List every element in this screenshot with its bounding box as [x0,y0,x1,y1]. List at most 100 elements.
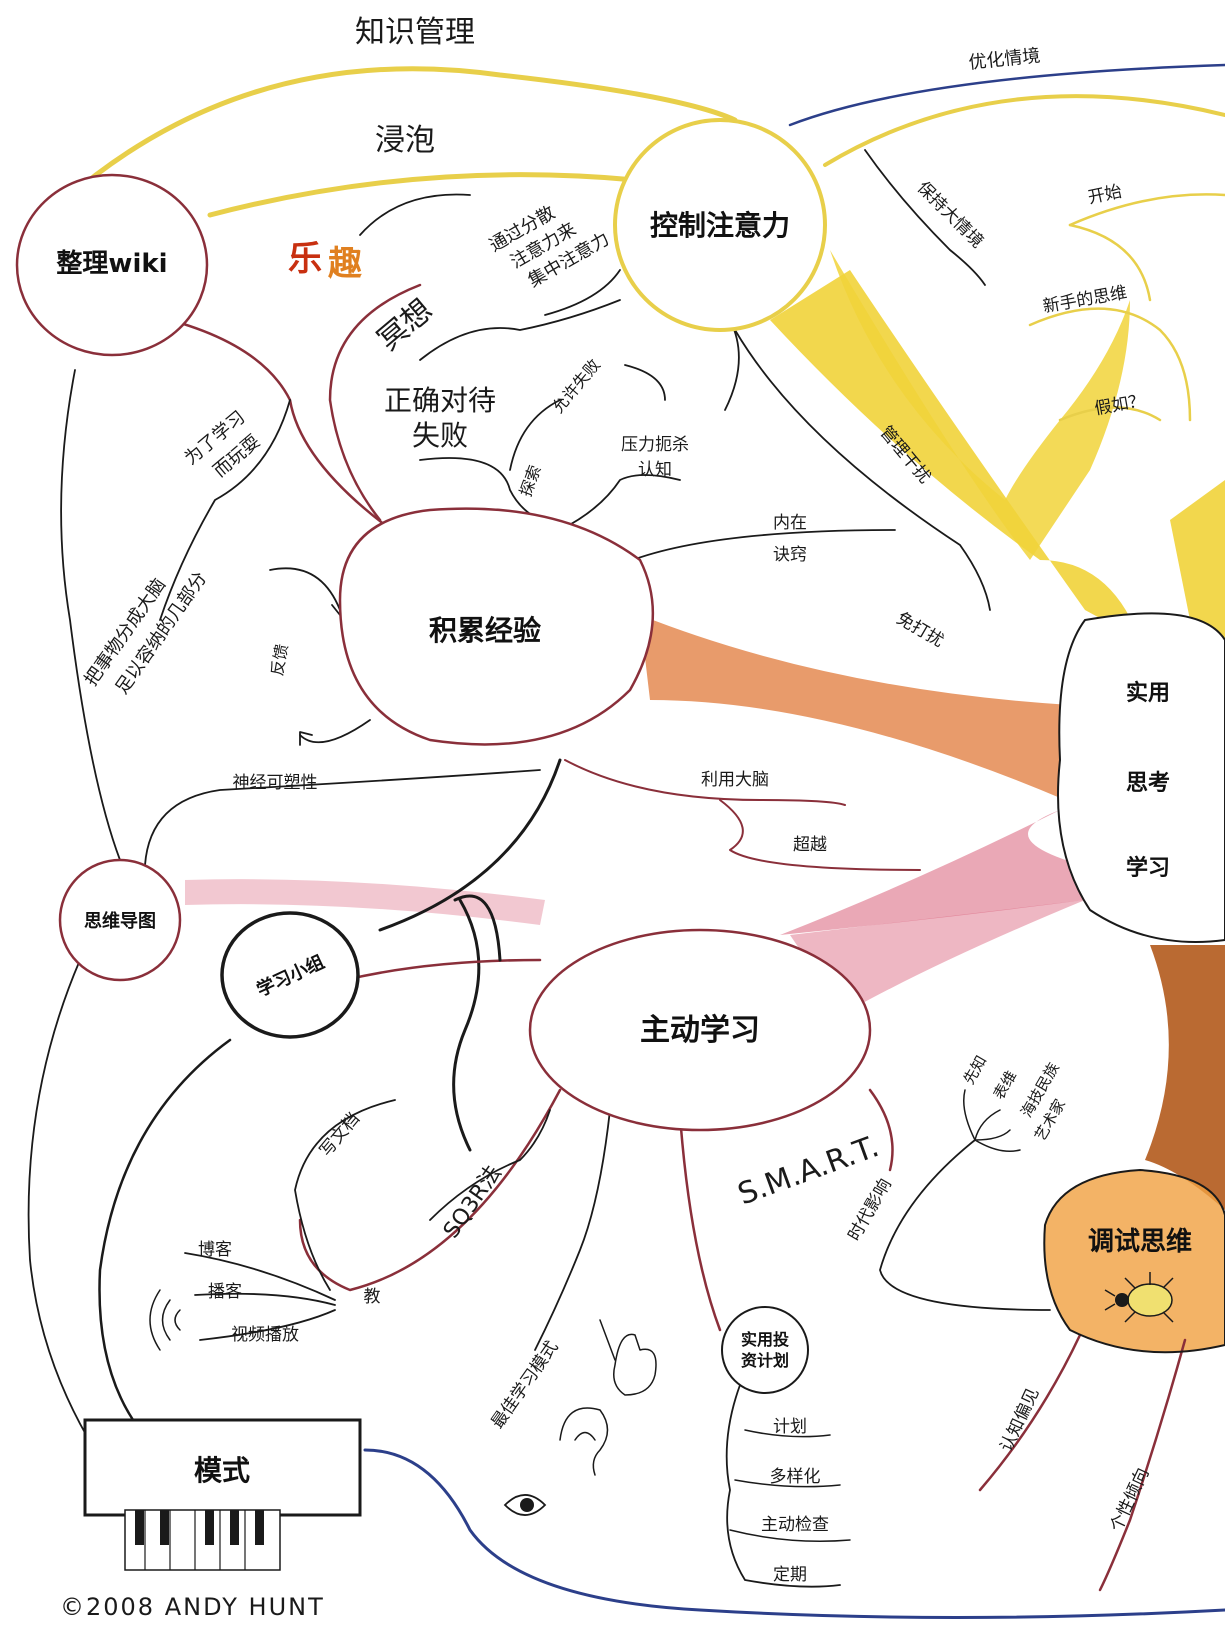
mindmap-active-band [185,879,545,925]
experience-practical-band [640,615,1070,800]
debug-brown-band [1145,945,1225,1210]
smart-label: S.M.A.R.T. [733,1129,883,1212]
fun-label-1: 乐 [288,239,322,279]
sound-wave-icon [149,1289,181,1351]
group-active-branch [343,958,542,982]
copyright-label: ©2008 ANDY HUNT [60,1593,325,1621]
allow-fail-branch-2 [624,364,666,401]
focus-branch-2 [544,269,621,316]
optimize-context-branch [788,63,1225,127]
eye-icon [503,1494,547,1516]
smart-branch [868,1088,894,1172]
beginner-branch [1028,307,1192,422]
wiki-experience-branch [148,313,387,527]
bug-icon [1104,1272,1174,1323]
active-learning-node[interactable] [528,928,872,1132]
invest-plan-branch [678,1113,722,1332]
invest-plan-node[interactable] [721,1306,809,1394]
practical-node[interactable] [1057,612,1225,943]
soak-label: 浸泡 [375,123,435,158]
use-brain-label: 利用大脑 [701,770,769,790]
focus-branch [359,193,471,236]
active-bracket [453,894,502,962]
start-curve [1068,223,1152,302]
patterns-bottom-line [363,1448,1225,1619]
wiki-mindmap-branch [60,369,121,861]
start-label: 开始 [1086,182,1123,209]
pointing-hand-icon [599,1319,657,1396]
intrinsic-branch [619,529,896,566]
allow-fail-branch [509,399,561,471]
video-label: 视频播放 [231,1325,299,1345]
allow-fail-label: 允许失败 [548,355,604,416]
soak-branch [207,172,638,218]
plan-step-3-label: 主动检查 [761,1515,829,1535]
fun-branch [328,283,422,522]
write-docs-label: 写文档 [316,1109,364,1161]
practical-node-label-3: 学习 [1126,855,1170,881]
experience-node-label: 积累经验 [429,614,541,647]
write-docs-branch [294,1099,396,1291]
era-label-2: 先知 [960,1053,991,1088]
no-interrupt-label: 免打扰 [893,609,947,652]
intrinsic-label-2: 诀窍 [773,545,807,565]
plan-step-1-label: 计划 [773,1417,807,1437]
blog-label: 博客 [198,1240,232,1260]
mindmap-node-label: 思维导图 [84,910,156,932]
plan-step-3-line [729,1529,851,1542]
feedback-label: 反馈 [267,642,291,677]
transcend-branch [719,799,921,871]
knowledge-mgmt-label: 知识管理 [355,15,475,50]
personality-label: 个性倾向 [1107,1465,1154,1535]
invest-plan-node-label-1: 实用投 [741,1330,789,1349]
experience-node[interactable] [338,507,655,746]
knowledge-mgmt-branch [62,66,738,203]
start-branch [1068,193,1225,227]
practical-node-label-2: 思考 [1126,771,1170,796]
right-yellow-edge [1170,480,1225,640]
mindmap-node[interactable] [58,858,182,982]
bias-label: 认知偏见 [997,1385,1044,1455]
experience-sq3r-branch [452,898,481,1152]
sq3r-branch [429,1109,551,1221]
plan-step-4-label: 定期 [773,1565,807,1585]
experience-active-branch [378,758,562,932]
big-picture-branch [864,149,986,286]
teach-label: 教 [364,1287,381,1307]
meditate-label: 冥想 [371,293,439,358]
attention-node[interactable] [613,118,827,332]
active-learning-node-label: 主动学习 [640,1013,760,1048]
fun-label-2: 趣 [328,244,362,284]
feedback-arrow-2 [299,719,371,744]
era-branch [879,1139,1051,1311]
era-tree [963,1089,1021,1152]
best-style-branch [534,1109,611,1351]
patterns-node[interactable] [83,1418,362,1571]
beginner-label: 新手的思维 [1041,283,1128,317]
blog-branch [184,1252,336,1301]
what-if-branch [1058,406,1162,422]
explore-label: 探索 [516,463,545,500]
teach-branch [298,1088,562,1292]
pressure-label-1: 压力扼杀 [621,435,689,455]
plan-step-2-line [734,1479,841,1488]
debug-node[interactable] [1043,1168,1225,1354]
debug-node-label: 调试思维 [1088,1226,1192,1257]
intrinsic-label-1: 内在 [773,513,807,533]
big-picture-label: 保持大情境 [913,178,987,252]
personality-branch [1098,1338,1187,1592]
neuroplasticity-label: 神经可塑性 [233,773,318,793]
wiki-node[interactable] [15,173,209,357]
group-patterns-branch [98,1038,232,1432]
feedback-arrow-head-2 [299,731,313,746]
era-label-1: 时代影响 [844,1176,895,1245]
podcast-branch [194,1292,336,1306]
manage-interrupt-branch [734,329,991,611]
active-practical-band [780,810,1100,935]
podcast-label: 播客 [208,1282,242,1302]
plan-step-1-line [744,1429,831,1438]
study-group-node[interactable] [220,911,360,1039]
meditate-branch [419,299,621,361]
plan-steps-branch [725,1384,841,1588]
optimize-context-label: 优化情境 [968,45,1042,73]
